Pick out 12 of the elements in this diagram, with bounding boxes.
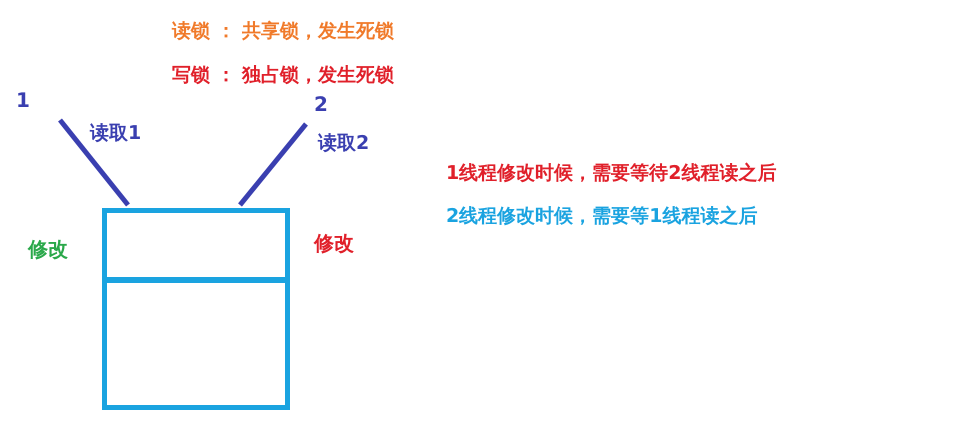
edge-label: 读取1 (90, 121, 142, 146)
line (238, 122, 308, 207)
note-text: 写锁 ： 独占锁，发生死锁 (172, 63, 394, 88)
note-text: 2线程修改时候，需要等1线程读之后 (446, 204, 758, 229)
line (58, 118, 130, 207)
thread-number: 2 (314, 92, 332, 118)
side-label: 修改 (28, 236, 68, 263)
edge-label: 读取2 (318, 131, 370, 156)
note-text: 读锁 ： 共享锁，发生死锁 (172, 19, 394, 44)
thread-number: 1 (16, 88, 34, 114)
side-label: 修改 (314, 230, 354, 257)
note-text: 1线程修改时候，需要等待2线程读之后 (446, 161, 776, 186)
